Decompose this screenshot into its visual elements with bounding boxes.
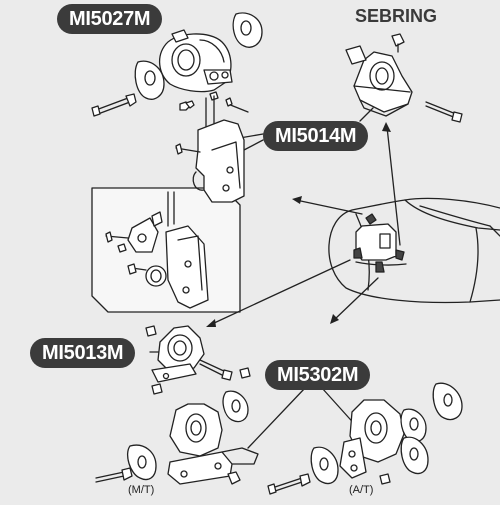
nut-illustration xyxy=(179,91,219,111)
washer-illustration xyxy=(232,12,263,48)
mount-mi5027m-illustration xyxy=(159,29,233,93)
engine-block-illustration xyxy=(353,213,405,273)
mount-mi5014m-bracket-illustration xyxy=(175,95,249,203)
mount-at-illustration xyxy=(267,382,463,495)
washer-illustration xyxy=(134,60,165,100)
variant-label-manual: (M/T) xyxy=(128,484,155,496)
part-callout-mi5014m: MI5014M xyxy=(263,121,369,151)
model-name-title: SEBRING xyxy=(355,6,438,26)
mount-mi5013m-illustration xyxy=(145,325,233,395)
pointer-arrows xyxy=(211,126,401,325)
mount-mt-illustration xyxy=(95,367,259,485)
part-callout-mi5027m: MI5027M xyxy=(57,4,163,34)
car-outline-illustration xyxy=(328,197,500,304)
mount-mi5014m-illustration xyxy=(345,33,463,123)
detail-box xyxy=(91,187,241,313)
part-callout-mi5013m: MI5013M xyxy=(30,338,136,368)
bolt-illustration xyxy=(91,93,137,117)
variant-label-automatic: (A/T) xyxy=(349,484,374,496)
detail-box-parts-illustration xyxy=(105,191,209,309)
part-callout-mi5302m: MI5302M xyxy=(265,360,371,390)
